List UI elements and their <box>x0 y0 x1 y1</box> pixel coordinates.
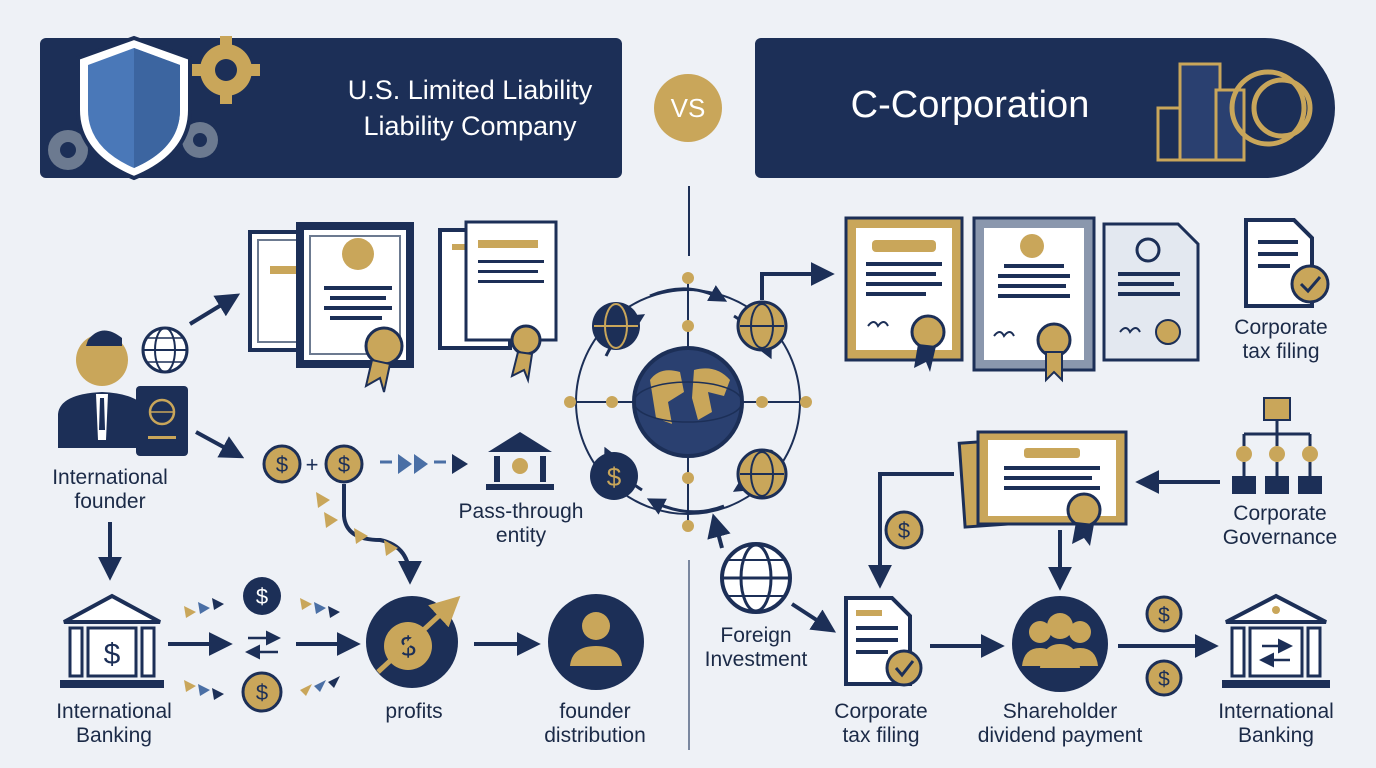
arrow <box>707 513 731 549</box>
svg-text:$: $ <box>898 518 910 543</box>
founder-distribution-label: founder distribution <box>544 700 646 747</box>
divider-lower <box>688 560 690 750</box>
gold-chevrons <box>316 492 398 556</box>
profits-icon: $ <box>366 595 461 688</box>
svg-text:$: $ <box>607 462 622 492</box>
building-icon <box>1156 62 1313 162</box>
passport-icon <box>136 386 188 456</box>
corporate-governance-label: Corporate Governance <box>1222 502 1338 549</box>
dollar-coin-icon: $ $ <box>1145 595 1183 697</box>
svg-text:$: $ <box>104 638 121 671</box>
arrow <box>790 602 837 633</box>
shield-icon <box>76 35 192 181</box>
svg-text:$: $ <box>256 584 268 609</box>
exchange-icon <box>245 630 281 660</box>
svg-text:$: $ <box>1158 604 1170 627</box>
user-icon <box>58 330 146 448</box>
dollar-coin-icon: $ $ <box>241 577 283 713</box>
globe-icon <box>141 326 189 374</box>
certificate-icon <box>844 216 964 372</box>
international-founder-label: International founder <box>52 466 168 513</box>
certificate-icon <box>957 430 1128 546</box>
divider <box>688 186 690 256</box>
arrow <box>195 430 245 459</box>
globe-hub <box>564 272 812 532</box>
document-check-icon <box>1244 218 1330 308</box>
svg-text:+: + <box>306 452 319 477</box>
bank-icon: $ <box>60 593 164 688</box>
dollar-coin-icon: $ <box>884 510 924 550</box>
bank-icon <box>486 432 554 490</box>
svg-text:$: $ <box>276 452 288 477</box>
org-chart-icon <box>1232 397 1322 494</box>
gear-icon <box>192 36 260 104</box>
arrow <box>342 484 422 585</box>
certificate-icon <box>248 220 558 393</box>
corporate-tax-filing-bottom-label: Corporate tax filing <box>834 700 928 747</box>
globe-icon <box>720 542 792 614</box>
pass-through-label: Pass-through entity <box>458 500 584 547</box>
profits-label: profits <box>385 700 443 723</box>
vs-badge: VS <box>654 74 722 142</box>
foreign-investment-label: Foreign Investment <box>704 624 808 671</box>
group-icon <box>1012 596 1108 692</box>
arrow <box>760 262 835 300</box>
llc-title: U.S. Limited Liability Liability Company <box>347 75 593 141</box>
arrow <box>868 472 954 589</box>
certificate-icon <box>1102 222 1200 362</box>
certificate-icon <box>972 216 1096 383</box>
flow-chevrons <box>380 454 468 474</box>
shareholder-dividend-label: Shareholder dividend payment <box>977 700 1143 747</box>
svg-text:$: $ <box>1158 668 1170 691</box>
dollar-coin-icon: $ <box>590 452 638 500</box>
ccorp-title: C-Corporation <box>850 84 1090 126</box>
globe-icon <box>592 300 788 500</box>
gear-icon <box>48 122 218 170</box>
user-icon <box>548 594 644 690</box>
mini-chevrons <box>184 598 340 700</box>
document-check-icon <box>844 596 923 687</box>
international-banking-right-label: International Banking <box>1218 700 1334 747</box>
svg-text:$: $ <box>338 452 350 477</box>
svg-text:$: $ <box>256 680 268 705</box>
international-banking-label: International Banking <box>56 700 172 747</box>
bank-icon <box>1222 593 1330 688</box>
arrow <box>188 293 241 326</box>
corporate-tax-filing-top-label: Corporate tax filing <box>1234 316 1328 363</box>
dollar-coin-icon: $ + $ <box>262 444 364 484</box>
